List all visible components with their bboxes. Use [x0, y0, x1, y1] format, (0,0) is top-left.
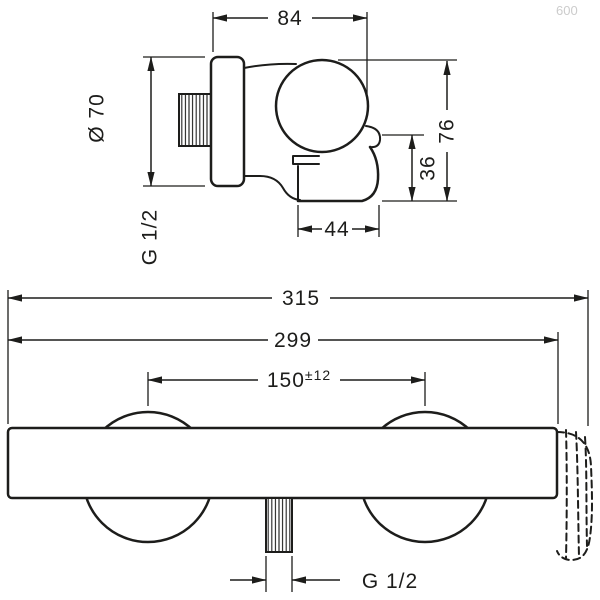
front-view: 315 299 150±12 G 1/2	[6, 287, 593, 593]
dim-150: 150±12	[147, 367, 426, 406]
handle-dashed-outline	[556, 429, 593, 562]
spout-outline	[365, 125, 382, 149]
outlet-thread-label: G 1/2	[362, 570, 418, 593]
dim-84-label: 84	[277, 7, 302, 30]
dim-299-label: 299	[274, 329, 312, 352]
dim-44-label: 44	[324, 218, 349, 241]
dim-84: 84	[212, 7, 368, 94]
mixer-body-bar	[6, 426, 559, 500]
dim-36-label: 36	[417, 155, 440, 180]
dim-44: 44	[297, 205, 380, 241]
dim-299: 299	[7, 329, 559, 424]
outlet-thread	[265, 497, 293, 553]
valve-body-circle	[274, 58, 370, 154]
watermark-text: 600	[556, 3, 578, 18]
top-view: 84 Ø 70 76 36 44	[86, 7, 459, 265]
dim-escutcheon-diameter: Ø 70	[86, 56, 205, 187]
dim-outlet-thread: G 1/2	[230, 556, 418, 593]
dim-315-label: 315	[282, 287, 320, 310]
handle-outline	[296, 145, 380, 203]
inlet-thread-label: G 1/2	[139, 209, 162, 265]
escutcheon-side	[209, 55, 246, 188]
dim-76: 76	[338, 59, 459, 202]
handle-hinge-detail	[292, 155, 320, 165]
dim-76-label: 76	[436, 118, 459, 143]
inlet-thread-nipple	[178, 93, 213, 147]
dim-diameter-label: Ø 70	[86, 93, 109, 143]
dim-315: 315	[7, 287, 589, 426]
body-top-edge	[243, 62, 297, 69]
body-bottom-edge	[243, 175, 301, 201]
dim-150-label: 150±12	[267, 367, 331, 392]
dim-36: 36	[382, 134, 440, 202]
